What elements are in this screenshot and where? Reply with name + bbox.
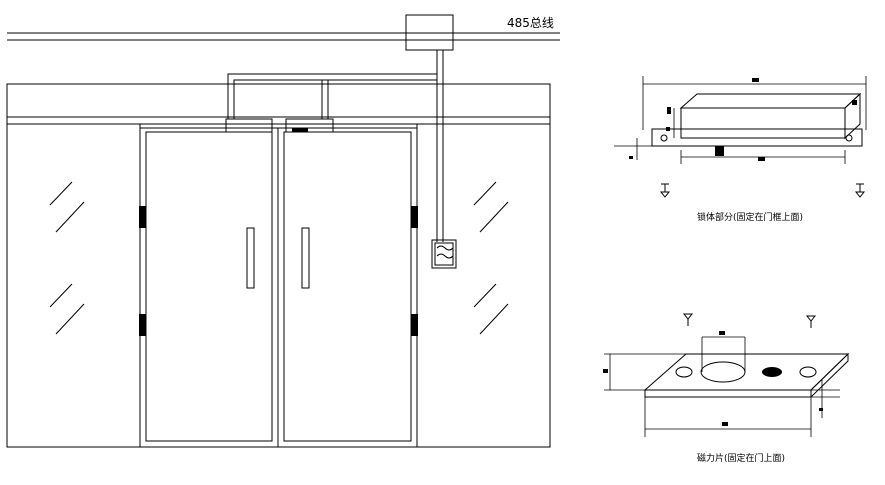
left-door-handle [246,227,255,289]
door-hinges [139,206,418,336]
left-door-leaf [139,127,279,448]
magnet-plate-caption: 磁力片(固定在门上面) [697,452,785,464]
right-glass-glare [473,181,509,335]
junction-box [405,14,454,51]
magnet-plate-detail [603,313,850,437]
door-lock-bodies [225,118,334,133]
lock-wiring [227,73,437,119]
lock-body-caption: 锁体部分(固定在门框上面) [697,211,803,223]
bus-label: 485总线 [507,16,554,30]
bus-line [7,32,560,41]
plate-screw-icon [805,315,817,328]
lock-body-detail [614,76,867,198]
lock-screw-icon [854,183,866,198]
right-door-leaf [277,127,418,448]
lock-screw-icon [659,183,671,198]
control-box [431,239,457,269]
plate-screw-icon [682,313,694,326]
cable-to-controller [436,50,444,242]
right-door-handle [301,227,310,289]
left-glass-glare [49,181,85,335]
